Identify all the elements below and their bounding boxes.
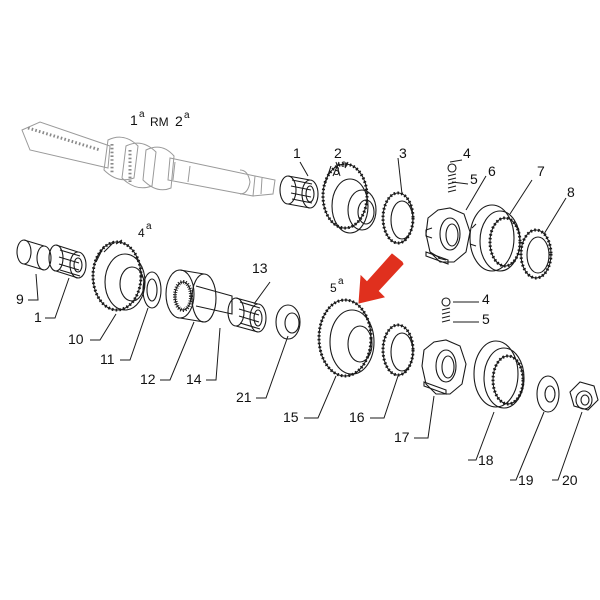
part-4-ball-top	[447, 163, 457, 173]
callout-4-top: 4	[463, 145, 471, 161]
part-4-ball-low	[441, 297, 451, 307]
callout-1-top: 1	[293, 145, 301, 161]
part-1-needle-bearing-top	[279, 175, 319, 209]
part-11-thrust-washer	[142, 271, 162, 309]
part-9-bush	[16, 239, 52, 271]
part-6-synchro-hub	[425, 207, 471, 265]
part-19-washer	[536, 375, 560, 413]
callout-16: 16	[349, 409, 365, 425]
label-fifth-gear-sup: a	[338, 276, 344, 287]
label-fourth-gear: 4	[138, 226, 145, 240]
part-14-needle-bearing	[227, 297, 267, 333]
label-first-gear-sup: a	[139, 109, 145, 120]
callout-7: 7	[537, 163, 545, 179]
label-second-gear: 2	[175, 113, 183, 129]
part-5-spring-top	[447, 173, 457, 193]
callout-20: 20	[562, 472, 578, 488]
part-8-synchro-ring	[519, 228, 553, 280]
callout-19: 19	[518, 472, 534, 488]
label-second-gear-sup: a	[184, 110, 190, 121]
callout-6: 6	[488, 163, 496, 179]
callout-13: 13	[252, 260, 268, 276]
label-fourth-gear-sup: a	[146, 221, 152, 232]
callout-numbers: 1 2 3 4 5 6 7 8 9 1 10 11 12 13 14 21 4 …	[16, 145, 578, 488]
label-first-gear: 1	[130, 112, 138, 128]
part-16-synchro-ring	[381, 323, 415, 377]
part-10-fourth-gear	[91, 239, 146, 312]
leader-lines	[28, 157, 583, 481]
part-7-sliding-sleeve	[469, 204, 522, 272]
callout-21: 21	[236, 389, 252, 405]
callout-9: 9	[16, 291, 24, 307]
part-21-spacer-ring	[275, 304, 301, 340]
label-reverse-gear: RM	[150, 115, 169, 129]
callout-1-low: 1	[34, 309, 42, 325]
callout-17: 17	[394, 429, 410, 445]
part-2-third-gear	[321, 161, 377, 234]
part-17-synchro-hub	[421, 339, 467, 395]
callout-5-top: 5	[470, 171, 478, 187]
part-3-synchro-ring	[381, 191, 415, 245]
callout-10: 10	[68, 331, 84, 347]
callout-3: 3	[399, 145, 407, 161]
callout-5-low: 5	[482, 311, 490, 327]
callout-14: 14	[186, 371, 202, 387]
callout-4-low: 4	[482, 291, 490, 307]
callout-2: 2	[334, 145, 342, 161]
part-12-gear-hub	[165, 269, 233, 323]
part-20-nut	[569, 381, 599, 411]
label-third-gear: 3	[333, 164, 340, 178]
part-15-fifth-gear	[317, 298, 375, 378]
callout-11: 11	[100, 351, 115, 367]
red-pointer-arrow-icon	[358, 253, 404, 304]
callout-8: 8	[567, 184, 575, 200]
callout-18: 18	[478, 452, 494, 468]
shaft-gear-labels: 1 a RM 2 a 3 a 4 a 5 a	[130, 109, 347, 295]
label-fifth-gear: 5	[330, 281, 337, 295]
part-5-spring-low	[441, 307, 451, 323]
callout-15: 15	[283, 409, 299, 425]
main-shaft	[21, 121, 276, 197]
callout-12: 12	[140, 371, 156, 387]
part-18-sliding-sleeve	[473, 340, 525, 409]
part-1-needle-bearing-low	[48, 244, 87, 279]
